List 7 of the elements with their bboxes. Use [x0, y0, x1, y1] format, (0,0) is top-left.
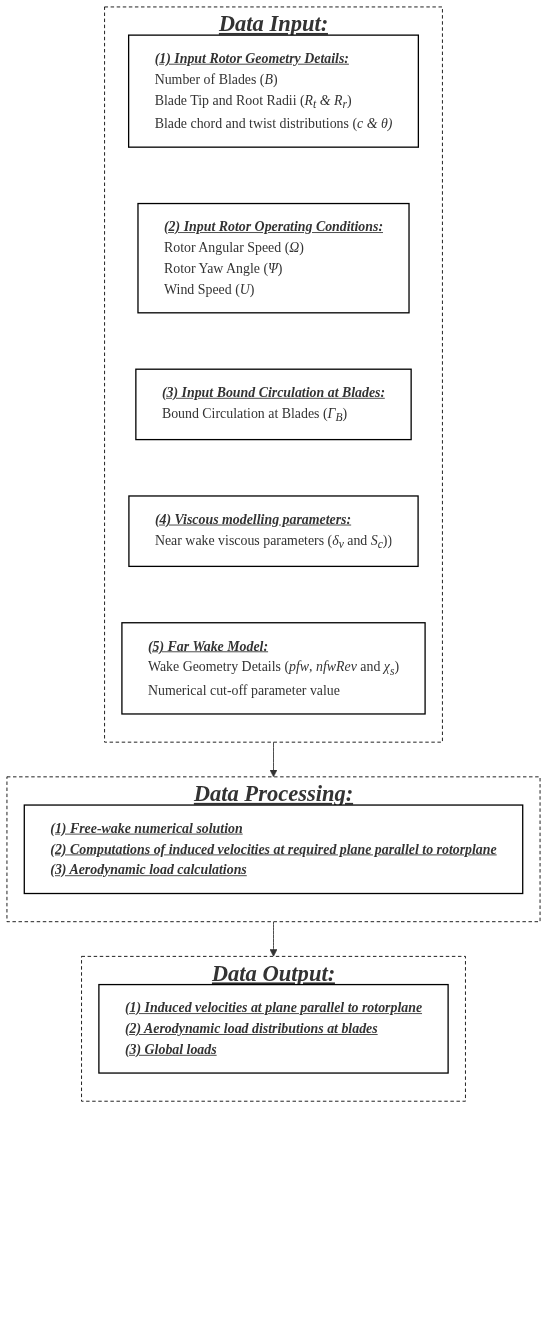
node-box: (1) Induced velocities at plane parallel to rotorplane (2) Aerodynamic load distributions at blades (3) Global loads	[98, 983, 449, 1074]
node-box: (1) Input Rotor Geometry Details: Number of Blades (B) Blade Tip and Root Radii (R$_{t}$ & R$_{r}$) Blade chord and twist distributions (c & θ)	[128, 34, 419, 148]
node-box: (3) Input Bound Circulation at Blades: Bound Circulation at Blades (Γ$_{B}$)	[135, 368, 412, 441]
node-box: (4) Viscous modelling parameters: Near wake viscous parameters (δ$_{v}$ and S$_{c}$))	[128, 495, 419, 568]
node-box: (2) Input Rotor Operating Conditions: Rotor Angular Speed (Ω) Rotor Yaw Angle (Ψ) Wind Speed (U)	[137, 202, 410, 314]
node-box: (1) Free-wake numerical solution (2) Computations of induced velocities at required plane parallel to rotorplane (3) Aerodynamic load calculations	[23, 804, 524, 895]
node-box: (5) Far Wake Model: Wake Geometry Details (pfw, nfwRev and χ$_{s}$) Numerical cut-off parameter value	[121, 622, 426, 715]
